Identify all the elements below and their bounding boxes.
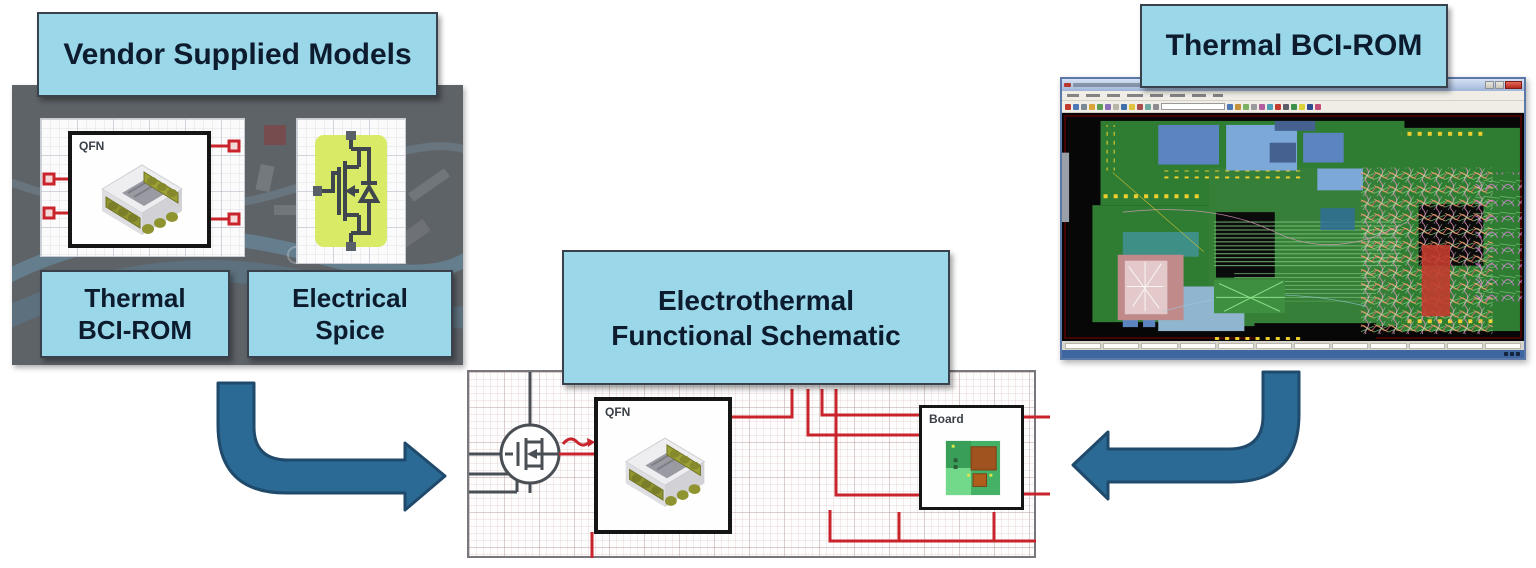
thermal-bci-rom-label: Thermal BCI-ROM: [40, 270, 230, 358]
electrical-label-line2: Spice: [315, 315, 385, 345]
thermal-label-line2: BCI-ROM: [77, 315, 193, 345]
thermal-bci-rom-card: QFN: [40, 118, 245, 257]
board-pcb-thumbnail-icon: [945, 440, 1001, 496]
qfn-box-label: QFN: [79, 139, 105, 153]
red-pin-stubs: [42, 139, 241, 226]
app-icon: [1064, 83, 1071, 87]
qfn-model-box: QFN: [68, 131, 211, 248]
vendor-banner-text: Vendor Supplied Models: [63, 37, 412, 71]
electrical-spice-label: Electrical Spice: [247, 270, 453, 358]
window-statusbar: [1062, 341, 1524, 350]
window-toolbar: [1062, 101, 1524, 113]
electrothermal-schematic-area: QFN Board: [467, 370, 1050, 558]
center-banner-line2: Functional Schematic: [611, 319, 901, 351]
minimize-button[interactable]: [1485, 81, 1494, 89]
close-button[interactable]: [1505, 81, 1522, 89]
electrothermal-schematic-banner: Electrothermal Functional Schematic: [562, 250, 950, 385]
right-banner-text: Thermal BCI-ROM: [1165, 29, 1423, 63]
spice-mosfet-symbol-icon: [313, 131, 387, 251]
window-bottom-strip: [1062, 350, 1524, 358]
pcb-layout-artwork: [1062, 113, 1524, 341]
schematic-wires: [469, 372, 1050, 558]
window-title-text: [1073, 83, 1163, 87]
electrical-spice-card: [296, 118, 406, 264]
center-banner-line1: Electrothermal: [657, 284, 855, 316]
maximize-button[interactable]: [1495, 81, 1504, 89]
pcb-layout-application-window: [1060, 77, 1526, 360]
schematic-qfn-box: QFN: [594, 397, 732, 534]
schematic-qfn-label: QFN: [605, 405, 631, 419]
window-controls: [1485, 81, 1522, 89]
thermal-label-line1: Thermal: [84, 282, 186, 313]
qfn-package-3d-icon: [101, 164, 183, 235]
thermal-bci-rom-banner: Thermal BCI-ROM: [1140, 4, 1448, 88]
toolbar-input[interactable]: [1161, 103, 1225, 110]
electrical-label-line1: Electrical: [292, 282, 408, 313]
schematic-board-box: Board: [919, 405, 1024, 510]
schematic-board-label: Board: [929, 412, 964, 426]
pcb-layout-canvas: [1062, 113, 1524, 341]
qfn-package-3d-icon: [624, 437, 706, 507]
right-flow-arrow-icon: [1071, 370, 1301, 501]
left-flow-arrow-icon: [216, 381, 447, 512]
window-menubar: [1062, 91, 1524, 101]
vendor-supplied-models-banner: Vendor Supplied Models: [37, 12, 438, 97]
